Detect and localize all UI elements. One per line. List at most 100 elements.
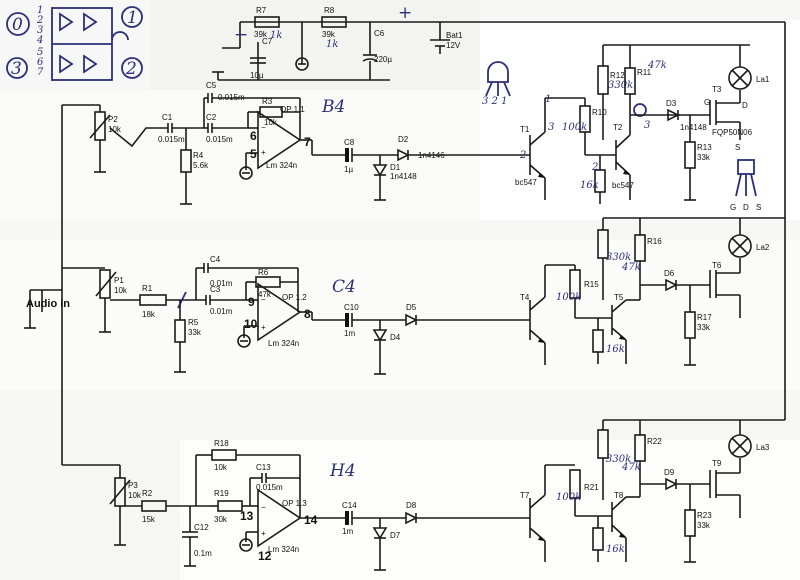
svg-text:H4: H4	[329, 461, 356, 481]
svg-text:1n4148: 1n4148	[390, 172, 417, 181]
svg-text:14: 14	[304, 513, 318, 527]
svg-text:La1: La1	[756, 75, 770, 84]
svg-text:bc547: bc547	[612, 181, 634, 190]
svg-text:bc547: bc547	[515, 178, 537, 187]
svg-text:R22: R22	[647, 437, 662, 446]
svg-text:−: −	[261, 503, 266, 512]
svg-text:10k: 10k	[214, 463, 228, 472]
svg-text:S: S	[756, 203, 761, 212]
svg-text:+: +	[261, 323, 266, 332]
svg-text:39k: 39k	[322, 30, 336, 39]
svg-text:18k: 18k	[142, 310, 156, 319]
opamp-2	[257, 282, 302, 342]
svg-text:R2: R2	[142, 489, 153, 498]
svg-text:3: 3	[644, 120, 650, 131]
svg-text:0.015m: 0.015m	[256, 483, 283, 492]
svg-text:R6: R6	[258, 268, 269, 277]
audio-input-bus: Audio in	[24, 104, 120, 466]
svg-text:5: 5	[250, 147, 257, 161]
svg-text:R10: R10	[592, 108, 607, 117]
svg-text:100k: 100k	[556, 492, 581, 503]
resistor-r7	[254, 16, 280, 28]
svg-text:T7: T7	[520, 491, 530, 500]
svg-text:47k: 47k	[258, 290, 272, 299]
svg-text:T5: T5	[614, 293, 624, 302]
svg-text:R3: R3	[262, 97, 273, 106]
svg-text:C1: C1	[162, 113, 173, 122]
svg-text:Bat1: Bat1	[446, 31, 463, 40]
svg-text:C5: C5	[206, 81, 217, 90]
channel-3: P3 10k R2 15k C12 0.1m R18 10k R19 30k C…	[109, 419, 785, 571]
svg-text:33k: 33k	[697, 153, 711, 162]
svg-text:D1: D1	[390, 163, 401, 172]
svg-text:R7: R7	[256, 6, 267, 15]
svg-text:10µ: 10µ	[250, 71, 264, 80]
svg-text:C10: C10	[344, 303, 359, 312]
svg-text:Lm 324n: Lm 324n	[268, 545, 299, 554]
svg-text:0.1m: 0.1m	[194, 549, 212, 558]
svg-text:7: 7	[37, 67, 44, 78]
svg-text:30k: 30k	[214, 515, 228, 524]
svg-text:R8: R8	[324, 6, 335, 15]
svg-text:330k: 330k	[606, 252, 631, 263]
svg-text:C3: C3	[210, 285, 221, 294]
svg-text:1k: 1k	[270, 30, 282, 41]
opamp-1	[257, 110, 302, 170]
svg-text:D6: D6	[664, 269, 675, 278]
svg-text:330k: 330k	[606, 454, 631, 465]
svg-text:T2: T2	[613, 123, 623, 132]
svg-text:La2: La2	[756, 243, 770, 252]
svg-text:C7: C7	[262, 37, 273, 46]
svg-text:3: 3	[37, 25, 43, 36]
svg-text:R17: R17	[697, 313, 712, 322]
svg-text:13: 13	[240, 509, 254, 523]
svg-text:R12: R12	[610, 71, 625, 80]
svg-text:47k: 47k	[621, 462, 641, 473]
svg-text:R21: R21	[584, 483, 599, 492]
svg-text:D4: D4	[390, 333, 401, 342]
svg-text:C6: C6	[374, 29, 385, 38]
svg-text:C2: C2	[206, 113, 217, 122]
svg-text:T9: T9	[712, 459, 722, 468]
svg-text:FQP50N06: FQP50N06	[712, 128, 753, 137]
svg-text:16k: 16k	[606, 344, 625, 355]
svg-text:R23: R23	[697, 511, 712, 520]
svg-text:R5: R5	[188, 318, 199, 327]
svg-text:C4: C4	[332, 277, 356, 297]
svg-text:10k: 10k	[264, 118, 278, 127]
svg-text:D3: D3	[666, 99, 677, 108]
svg-text:OP 1.1: OP 1.1	[280, 105, 305, 114]
circled-0: 0	[12, 15, 23, 35]
svg-text:0.015m: 0.015m	[158, 135, 185, 144]
svg-text:47k: 47k	[621, 262, 641, 273]
svg-text:+: +	[261, 529, 266, 538]
svg-text:1m: 1m	[344, 329, 355, 338]
svg-text:+: +	[398, 3, 412, 23]
svg-text:C8: C8	[344, 138, 355, 147]
svg-text:33k: 33k	[697, 521, 711, 530]
svg-text:R16: R16	[647, 237, 662, 246]
audio-in-label: Audio in	[26, 298, 70, 310]
svg-text:47k: 47k	[647, 60, 667, 71]
svg-text:T3: T3	[712, 85, 722, 94]
svg-text:12: 12	[258, 549, 272, 563]
svg-text:100k: 100k	[556, 292, 581, 303]
svg-text:D: D	[743, 203, 749, 212]
svg-text:Lm 324n: Lm 324n	[266, 161, 297, 170]
svg-text:12V: 12V	[446, 41, 461, 50]
svg-text:T6: T6	[712, 261, 722, 270]
svg-text:B4: B4	[321, 97, 345, 117]
transistor-pinout-sketch: 3 2 1	[482, 61, 511, 107]
svg-text:C4: C4	[210, 255, 221, 264]
svg-text:3 2 1: 3 2 1	[482, 96, 507, 107]
channel-1: P2 10k C1 0.015m R4 5.6k C5 0.015m C2 0.…	[89, 44, 770, 212]
svg-text:OP 1.2: OP 1.2	[282, 293, 307, 302]
svg-text:0.01m: 0.01m	[210, 307, 233, 316]
svg-text:2: 2	[519, 150, 526, 161]
svg-text:8: 8	[304, 307, 311, 321]
svg-text:D5: D5	[406, 303, 417, 312]
svg-text:R18: R18	[214, 439, 229, 448]
svg-text:1: 1	[37, 5, 43, 16]
pinout-sketch: 0 1 3 2 1 2 3 4 5 6 7	[6, 5, 143, 81]
svg-text:5.6k: 5.6k	[193, 161, 209, 170]
